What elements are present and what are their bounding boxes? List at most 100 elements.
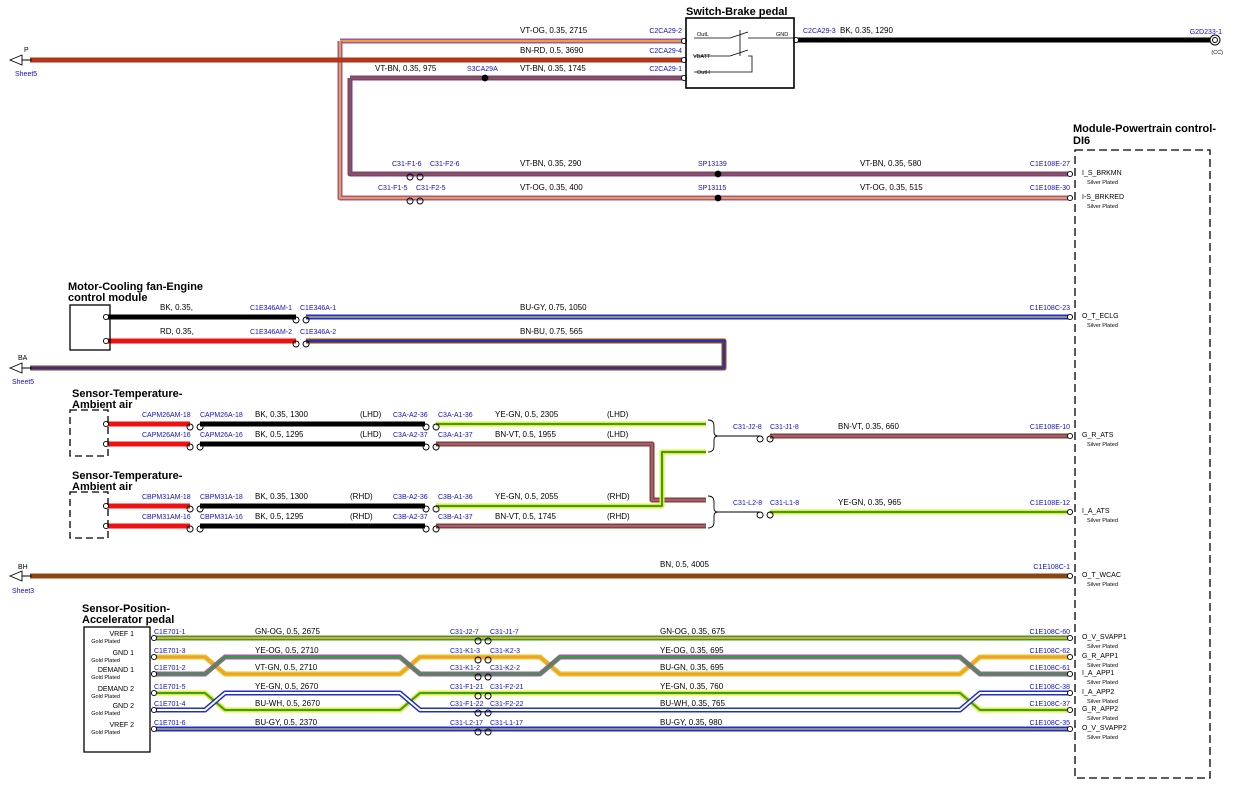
label: RD, 0.35, [160,327,194,336]
pin-app-3 [150,689,158,697]
inline-connector [186,423,204,431]
pcm-pin-name: I_A_APP2 [1082,689,1114,696]
label: C1E701-6 [154,720,186,727]
component-layer: Switch-Brake pedal OutL VBATT OutH GND M… [68,6,1223,779]
label: Sheet5 [15,71,37,78]
label: CBPM31AM-18 [142,494,191,501]
mark-layer [8,36,1074,736]
brake-switch-contacts [694,30,794,73]
pcm-pin-name: I_A_ATS [1082,508,1110,515]
pcm-pin-plating: Silver Plated [1087,680,1118,686]
label: C31-L2-8 [733,500,762,507]
pcm-module[interactable]: Module-Powertrain control- DI6 [1073,123,1216,779]
label: BK, 0.5, 1295 [255,512,304,521]
pin-app-4 [150,706,158,714]
pin-pcm-e10 [1066,432,1074,440]
label: C1E346A-2 [300,329,336,336]
label: BK, 0.35, 1290 [840,26,893,35]
pin-pcm-app-4 [1066,706,1074,714]
connector-c31-app-2 [474,673,492,681]
label: C1E108C-23 [1030,305,1071,312]
ambient-air-sensor-rhd[interactable]: Sensor-Temperature- Ambient air [69,470,183,539]
pcm-pin-name: G_R_APP2 [1082,706,1118,713]
label: C1E108E-30 [1030,185,1070,192]
pcm-pin-name: O_T_WCAC [1082,572,1121,579]
ground-point[interactable]: G2D233-1 (CC) [1190,29,1223,56]
pcm-pin-name: O_T_ECLG [1082,313,1119,320]
label: C31-K1-2 [450,665,480,672]
label: BU-WH, 0.5, 2670 [255,699,320,708]
label: C1E108E-12 [1030,500,1070,507]
ground-note: (CC) [1211,50,1223,56]
label: C31-L1-8 [770,500,799,507]
label: BK, 0.5, 1295 [255,430,304,439]
label: BN-VT, 0.5, 1955 [495,430,556,439]
label: C31-F1-6 [392,161,422,168]
app-pin-plating: Gold Plated [91,730,120,736]
pcm-title: Module-Powertrain control- [1073,123,1216,135]
pcm-pin-plating: Silver Plated [1087,663,1118,669]
inline-connector [186,525,204,533]
label: C1E108C-60 [1030,629,1071,636]
brake-switch[interactable]: Switch-Brake pedal OutL VBATT OutH GND [685,6,795,89]
label: (RHD) [350,512,373,521]
label: BN-BU, 0.75, 565 [520,327,583,336]
inline-connector [186,505,204,513]
label: C1E108C-62 [1030,648,1071,655]
cooling-fan-motor[interactable]: Motor-Cooling fan-Engine control module [68,281,203,351]
ambient-sensor-lhd-subtitle: Ambient air [72,399,133,411]
label: VT-BN, 0.35, 580 [860,159,922,168]
pcm-pin-plating: Silver Plated [1087,180,1118,186]
label: CBPM31AM-16 [142,514,191,521]
pin-app-1 [150,653,158,661]
pcm-pin-plating: Silver Plated [1087,716,1118,722]
pin-pcm-app-5 [1066,725,1074,733]
ambient-air-sensor-lhd[interactable]: Sensor-Temperature- Ambient air [69,388,183,457]
accelerator-sensor-title: Sensor-Position- [82,603,170,615]
app-pin-plating: Gold Plated [91,675,120,681]
app-pin-label: GND 2 [113,703,135,710]
label: SP13139 [698,161,727,168]
splice-sp13139 [714,170,722,178]
connector-pin [102,420,110,428]
connector-c31-app-4 [474,709,492,717]
splice-sp13115 [714,194,722,202]
inline-connector [422,443,440,451]
app-pin-plating: Gold Plated [91,711,120,717]
label: C1E701-3 [154,648,186,655]
label: C31-J2-7 [450,629,479,636]
wire-ye-gn-rhd-stripe [436,451,706,507]
label: P [24,47,29,54]
wire-vt-bn-brkmn-stripe [349,78,1070,175]
pcm-pin-name: O_V_SVAPP1 [1082,634,1127,641]
cooling-fan-title: Motor-Cooling fan-Engine [68,281,203,293]
accelerator-pedal-sensor[interactable]: Sensor-Position- Accelerator pedal [82,603,174,753]
brake-pin-outh: OutH [697,70,710,76]
connector-c31-app-3 [474,692,492,700]
label: VT-OG, 0.35, 515 [860,183,923,192]
label: C1E108C-61 [1030,665,1071,672]
pcm-pin-plating: Silver Plated [1087,323,1118,329]
label: C1E701-1 [154,629,186,636]
brake-pin-outl: OutL [697,32,709,38]
label: CBPM31A-18 [200,494,243,501]
label: YE-GN, 0.35, 965 [838,498,902,507]
pin-pcm-c23 [1066,313,1074,321]
inline-connector [422,505,440,513]
pcm-pin-plating: Silver Plated [1087,699,1118,705]
inline-connector [422,525,440,533]
label: BN-VT, 0.35, 660 [838,422,899,431]
label: C1E108E-27 [1030,161,1070,168]
label: C3A-A1-37 [438,432,473,439]
connector-c1e346-1 [292,316,310,324]
label: C31-L1-17 [490,720,523,727]
wire-vt-og-brkred-stripe [339,41,1070,199]
pin-pcm-30 [1066,194,1074,202]
wire-bn-bu-ba [30,338,727,371]
label: C31-L2-17 [450,720,483,727]
label: VT-GN, 0.5, 2710 [255,663,318,672]
label: Sheet5 [12,379,34,386]
pcm-subtitle: DI6 [1073,135,1090,147]
pcm-pin-plating: Silver Plated [1087,204,1118,210]
